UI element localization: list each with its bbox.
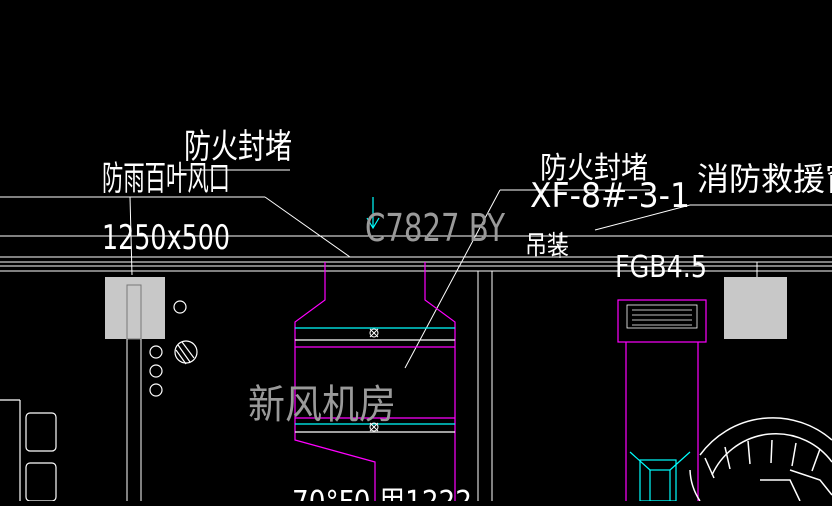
fan-model-label: FGB4.5 <box>615 250 707 285</box>
left-wall-elements <box>0 300 198 502</box>
room-name-label: 新风机房 <box>248 382 396 428</box>
right-window-block <box>724 277 787 339</box>
airflow-arrow <box>366 197 380 230</box>
fire-rescue-label: 消防救援窗 <box>697 160 832 198</box>
radial-pattern <box>689 417 832 502</box>
louver-vent-label: 防雨百叶风口 <box>102 159 230 199</box>
fire-seal-left-label: 防火封堵 <box>184 127 292 167</box>
text-labels: 防火封堵 防雨百叶风口 1250x500 C7827 BY 防火封堵 XF-8#… <box>102 127 832 506</box>
equipment-tag-label: XF-8#-3-1 <box>530 176 690 216</box>
bottom-partial-label: 70°F0 用1222 <box>292 485 472 501</box>
hoisting-label: 吊装 <box>525 231 569 261</box>
fire-seal-right-label: 防火封堵 <box>540 151 648 186</box>
leader-lines <box>0 169 832 369</box>
fan-coil-unit <box>617 299 707 502</box>
fresh-air-unit <box>294 262 456 501</box>
slab-lines <box>0 235 832 272</box>
louver-size-label: 1250x500 <box>102 218 230 258</box>
middle-wall-lines <box>477 271 493 501</box>
louver-vent-block <box>105 277 165 501</box>
duct-tag-label: C7827 BY <box>365 206 506 250</box>
